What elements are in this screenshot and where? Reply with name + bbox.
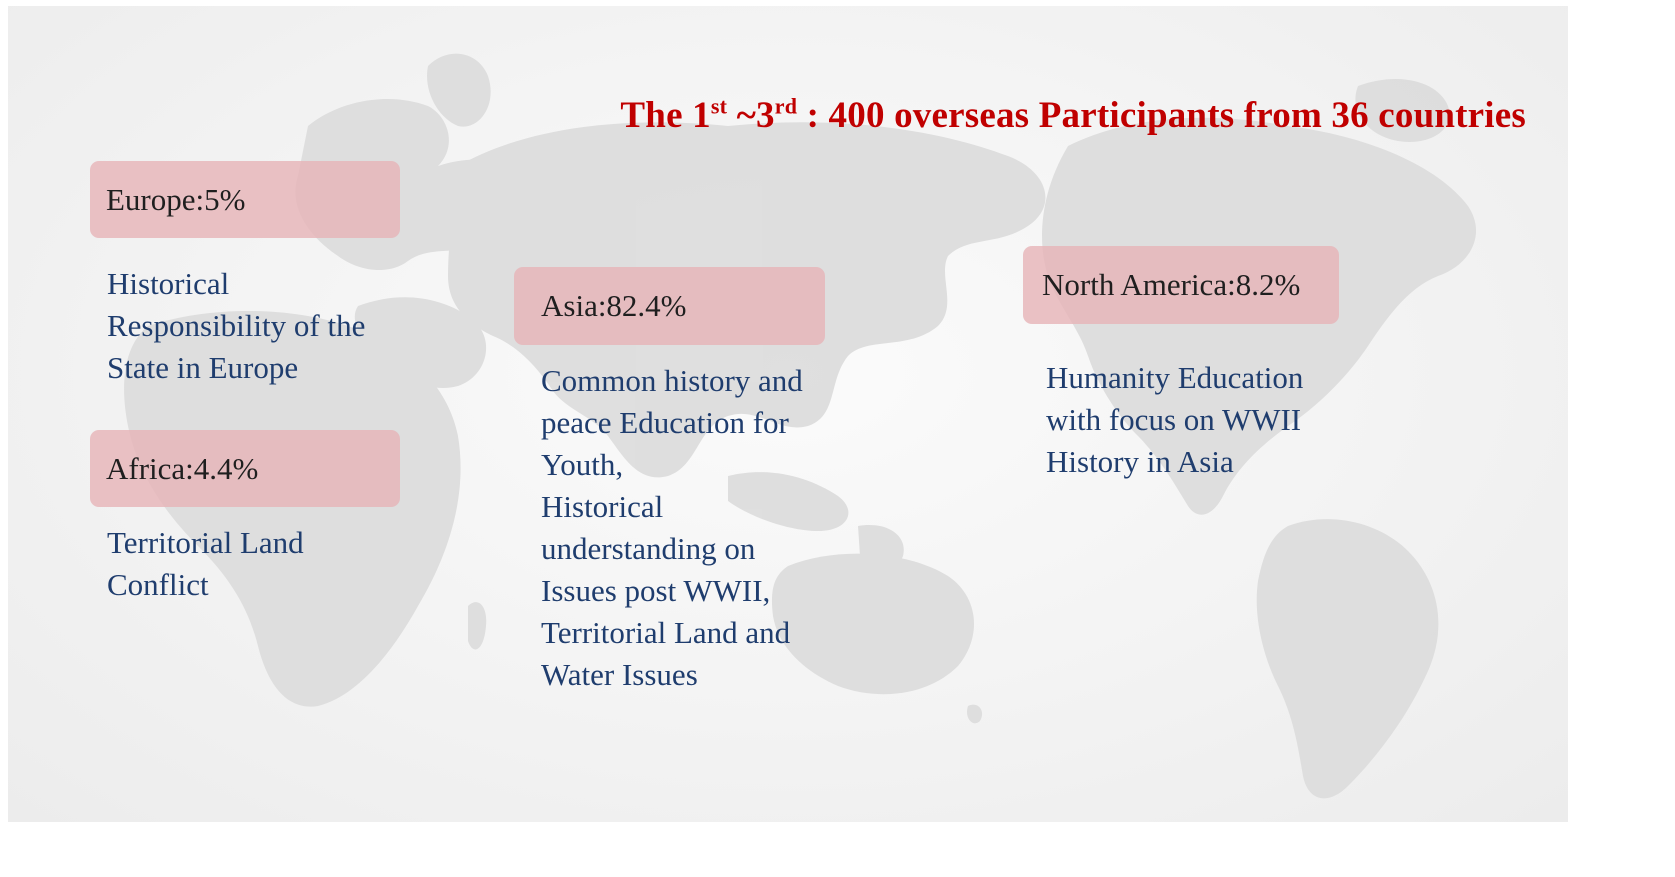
world-map-icon	[124, 53, 1477, 799]
europe-desc-line: Historical	[107, 266, 230, 301]
north-america-label: North America:8.2%	[1042, 267, 1301, 302]
asia-desc-line: Territorial Land and	[541, 615, 791, 650]
title-prefix: The 1	[620, 95, 711, 136]
north-america-desc-line: History in Asia	[1046, 444, 1234, 479]
title-middle: ~3	[727, 95, 775, 136]
asia-desc-line: Common history and	[541, 363, 803, 398]
asia-description: Common history and peace Education for Y…	[541, 360, 803, 696]
title-sup-third: rd	[774, 93, 798, 119]
europe-desc-line: State in Europe	[107, 350, 299, 385]
asia-desc-line: Issues post WWII,	[541, 573, 771, 608]
slide: The 1st ~3rd : 400 overseas Participants…	[8, 6, 1568, 822]
asia-desc-line: understanding on	[541, 531, 756, 566]
page-title: The 1st ~3rd : 400 overseas Participants…	[620, 94, 1526, 137]
europe-description: Historical Responsibility of the State i…	[107, 263, 365, 389]
africa-label-box: Africa:4.4%	[90, 430, 400, 507]
europe-label-box: Europe:5%	[90, 161, 400, 238]
asia-label: Asia:82.4%	[541, 288, 687, 323]
asia-desc-line: peace Education for	[541, 405, 789, 440]
asia-desc-line: Youth,	[541, 447, 624, 482]
europe-desc-line: Responsibility of the	[107, 308, 366, 343]
europe-label: Europe:5%	[106, 181, 246, 217]
north-america-desc-line: Humanity Education	[1046, 360, 1304, 395]
asia-desc-line: Historical	[541, 489, 664, 524]
north-america-description: Humanity Education with focus on WWII Hi…	[1046, 357, 1303, 483]
asia-desc-line: Water Issues	[541, 657, 698, 692]
africa-desc-line: Territorial Land	[107, 525, 304, 560]
africa-description: Territorial Land Conflict	[107, 522, 304, 606]
north-america-label-box: North America:8.2%	[1023, 246, 1339, 324]
title-sup-first: st	[710, 93, 728, 119]
africa-label: Africa:4.4%	[106, 450, 259, 486]
title-suffix: : 400 overseas Participants from 36 coun…	[797, 95, 1526, 136]
africa-desc-line: Conflict	[107, 567, 209, 602]
north-america-desc-line: with focus on WWII	[1046, 402, 1302, 437]
asia-label-box: Asia:82.4%	[514, 267, 825, 345]
